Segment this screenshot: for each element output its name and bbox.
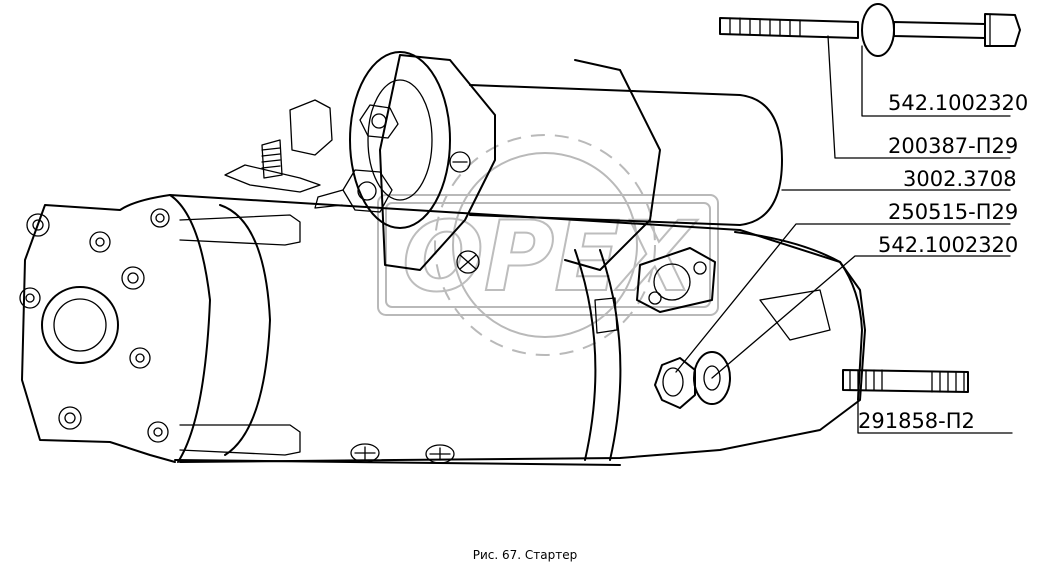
leader-lines: [675, 35, 1013, 434]
screw-icon: [456, 250, 480, 274]
callout-nut: 250515-П29: [888, 200, 1018, 224]
bolt-head-icon: [147, 421, 169, 443]
callout-washer: 200387-П29: [888, 134, 1018, 158]
callout-starter: 3002.3708: [903, 167, 1017, 191]
bolt-head-icon: [121, 266, 145, 290]
nut-washer: [654, 351, 731, 409]
bolt-head-icon: [89, 231, 111, 253]
bolt-head-icon: [58, 406, 82, 430]
bolt-head-icon: [26, 213, 50, 237]
end-cap: [19, 194, 301, 463]
screw-icon: [449, 151, 471, 173]
solenoid: [224, 51, 783, 274]
top-bolt: [719, 3, 1021, 57]
callout-bolt-top: 542.1002320: [888, 91, 1028, 115]
terminal-stud-icon: [224, 99, 333, 193]
terminal-nut-icon: [359, 104, 399, 139]
starter-body: [169, 194, 866, 466]
bolt-head-icon: [150, 208, 170, 228]
callout-stud: 291858-П2: [858, 409, 975, 433]
screw-icon: [425, 444, 455, 464]
bolt-head-icon: [19, 287, 41, 309]
screw-icon: [350, 443, 380, 463]
figure-caption: Рис. 67. Стартер: [472, 548, 578, 562]
terminal-nut-icon: [314, 169, 393, 213]
lower-stud: [842, 369, 969, 393]
bolt-head-icon: [129, 347, 151, 369]
mounting-flange: [594, 247, 716, 334]
callout-washer-lower: 542.1002320: [878, 233, 1018, 257]
